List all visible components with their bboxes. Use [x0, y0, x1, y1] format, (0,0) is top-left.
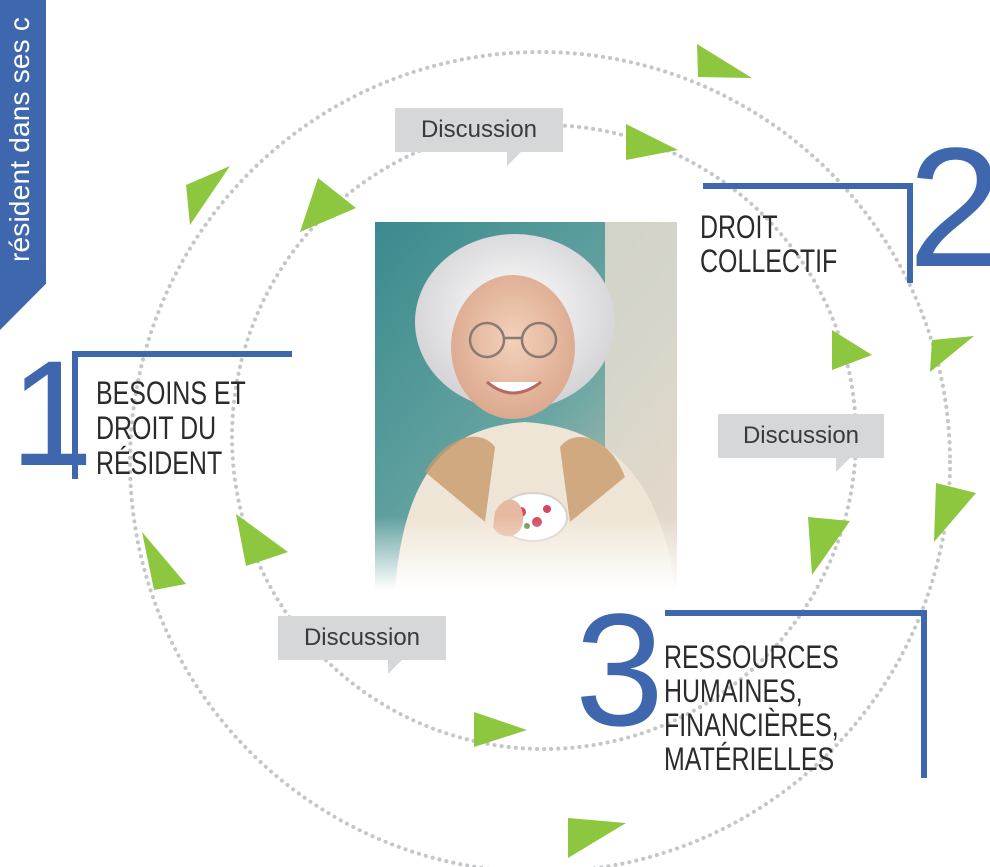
- section-3-line-3: FINANCIÈRES,: [664, 707, 839, 743]
- discussion-bubble-right: Discussion: [718, 414, 884, 472]
- section-3-line-1: RESSOURCES: [664, 639, 839, 675]
- outer-dotted-ring: [128, 50, 952, 867]
- section-2-line-1: DROIT: [700, 209, 778, 245]
- flow-arrow-icon: [186, 166, 230, 225]
- discussion-bubble-bottom: Discussion: [278, 616, 446, 674]
- section-1-bar-top: [72, 351, 292, 357]
- section-3-number: 3: [575, 580, 664, 759]
- section-2-bar-top: [703, 183, 913, 189]
- flow-arrow-icon: [474, 712, 527, 747]
- elderly-woman-with-teacup-photo: [375, 222, 677, 590]
- section-2-number: 2: [908, 113, 990, 303]
- section-1-line-2: DROIT DU: [96, 410, 217, 446]
- flow-arrow-icon: [934, 483, 976, 542]
- flow-arrow-icon: [568, 818, 626, 858]
- flow-arrows: [142, 44, 976, 858]
- flow-arrow-icon: [142, 532, 186, 590]
- discussion-bubble-top: Discussion: [395, 108, 563, 166]
- section-2-line-2: COLLECTIF: [700, 243, 838, 279]
- flow-arrow-icon: [300, 178, 356, 232]
- side-tab-text: résident dans ses c: [4, 16, 35, 262]
- section-3-bar-side: [921, 610, 927, 778]
- resident-photo: [375, 222, 677, 590]
- flow-arrow-icon: [832, 330, 872, 370]
- flow-arrow-icon: [626, 124, 678, 160]
- section-1-bar-side: [72, 351, 78, 479]
- section-3-line-4: MATÉRIELLES: [664, 741, 835, 777]
- section-1-number: 1: [10, 329, 94, 497]
- section-2-bar-side: [907, 183, 913, 283]
- flow-arrow-icon: [808, 517, 850, 575]
- flow-arrow-icon: [697, 44, 752, 78]
- section-1-line-1: BESOINS ET: [96, 375, 246, 411]
- flow-arrow-icon: [236, 514, 288, 566]
- side-tab: résident dans ses c: [0, 0, 46, 330]
- section-3-line-2: HUMAINES,: [664, 673, 803, 709]
- flow-arrow-icon: [930, 336, 974, 372]
- section-1-line-3: RÉSIDENT: [96, 445, 223, 481]
- section-3-bar-top: [665, 610, 927, 616]
